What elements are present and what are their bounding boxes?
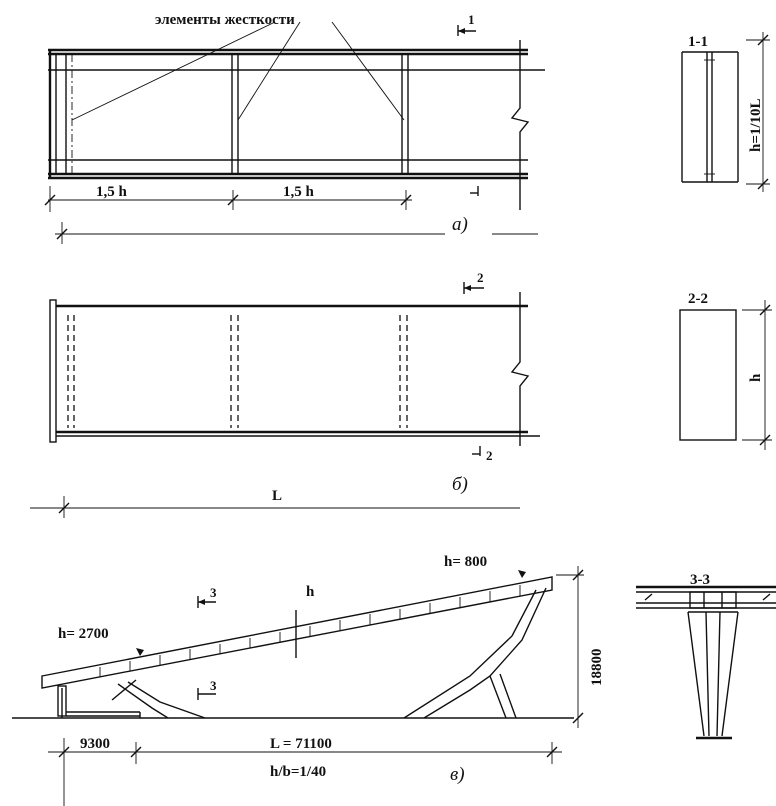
spacing-label: 1,5 h (283, 184, 315, 200)
cantilever-structure (12, 566, 584, 806)
spacing-label: 1,5 h (96, 184, 128, 200)
height-label: h (306, 584, 315, 600)
section-title: 3-3 (690, 572, 710, 588)
leader-line (71, 21, 276, 121)
stiffener-1 (231, 53, 239, 175)
height-dimension: 18800 (589, 649, 605, 687)
figure-label-a: а) (452, 214, 468, 235)
girder-a (44, 21, 545, 244)
stiffener-2 (401, 53, 409, 175)
section-mark-label: 2 (477, 270, 484, 285)
section-3-3 (636, 585, 776, 740)
leader-line (237, 21, 301, 121)
height-label: h= 2700 (58, 626, 109, 642)
section-title: 1-1 (688, 34, 708, 50)
girder-b (30, 282, 540, 518)
height-label: h (748, 373, 764, 382)
height-label: h= 800 (444, 554, 487, 570)
leader-line (331, 21, 405, 121)
dimension-label: L = 71100 (270, 736, 332, 752)
section-1-1 (681, 32, 770, 192)
section-2-2 (679, 300, 772, 450)
section-mark-label: 3 (210, 678, 217, 693)
figure-label-b: б) (452, 474, 468, 495)
section-mark-label: 2 (486, 448, 493, 463)
section-title: 2-2 (688, 291, 708, 307)
height-ratio-label: h=1/10L (748, 98, 764, 152)
ratio-label: h/b=1/40 (270, 764, 326, 780)
stiffeners-label: элементы жесткости (155, 12, 295, 28)
figure-label-v: в) (450, 764, 465, 785)
section-mark-label: 3 (210, 585, 217, 600)
span-label: L (272, 488, 282, 504)
dimension-label: 9300 (80, 736, 110, 752)
section-mark-label: 1 (468, 12, 475, 27)
